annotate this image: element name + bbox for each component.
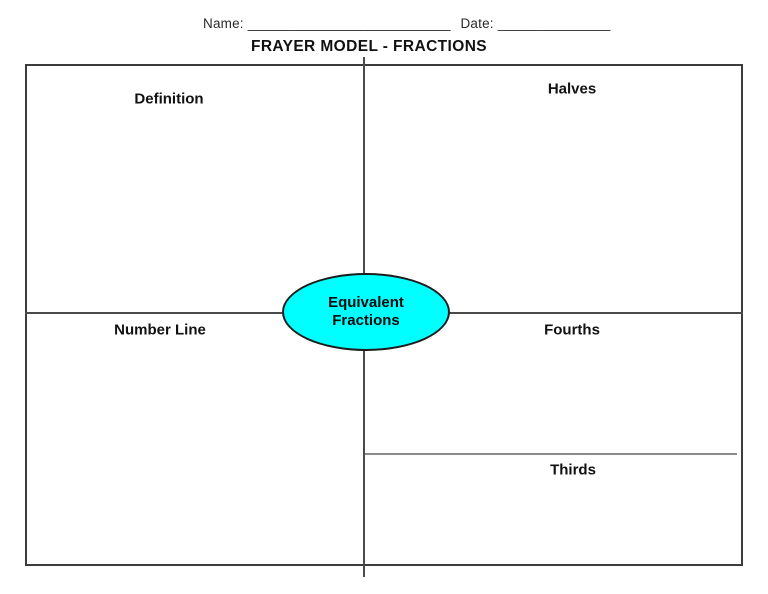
name-label: Name:: [203, 16, 244, 31]
name-blank-line: ___________________________: [247, 16, 451, 31]
quadrant-label-number-line: Number Line: [114, 321, 206, 339]
worksheet-title: FRAYER MODEL - FRACTIONS: [250, 38, 488, 55]
oval-text-line2: Fractions: [332, 312, 400, 329]
quadrant-label-fourths: Fourths: [544, 321, 600, 339]
oval-text-line1: Equivalent: [328, 294, 404, 311]
quadrant-label-halves: Halves: [547, 80, 597, 98]
date-blank-line: _______________: [497, 16, 611, 31]
quadrant-label-thirds: Thirds: [550, 461, 596, 479]
thirds-divider-line: [365, 453, 737, 455]
quadrant-label-definition: Definition: [134, 90, 204, 108]
name-date-row: Name:___________________________ Date:___…: [203, 16, 610, 31]
center-topic-oval: Equivalent Fractions: [282, 273, 450, 351]
date-label: Date:: [460, 16, 494, 31]
